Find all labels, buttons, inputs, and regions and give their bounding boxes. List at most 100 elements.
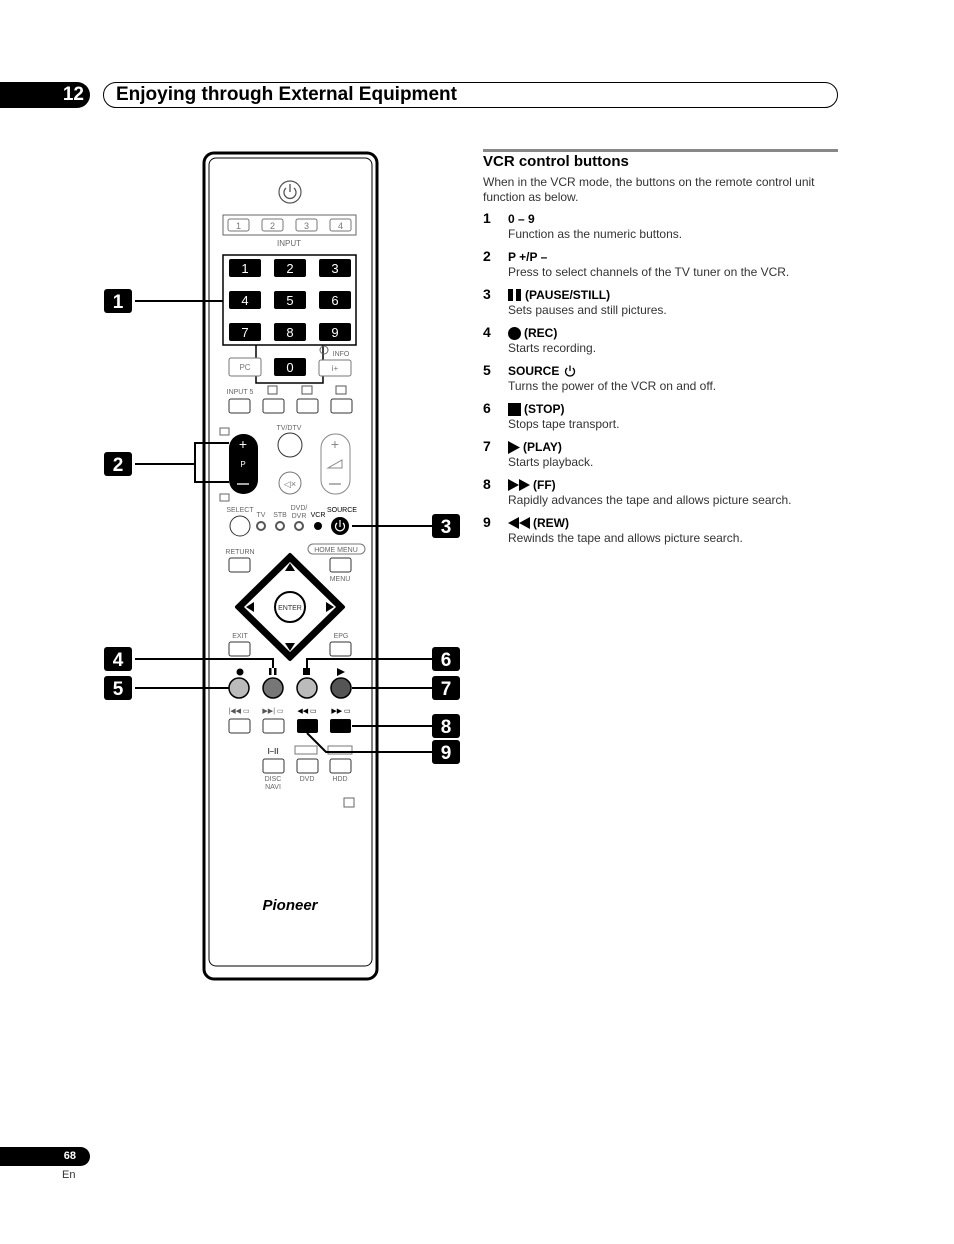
source-label: SOURCE bbox=[327, 507, 357, 514]
num-button-label: 7 bbox=[241, 325, 248, 340]
select-label: SELECT bbox=[226, 507, 254, 514]
page-number: 68 bbox=[0, 1147, 90, 1166]
disc-navi-label-2: NAVI bbox=[265, 784, 281, 791]
item-number: 4 bbox=[483, 324, 491, 340]
item-label: 0 – 9 bbox=[508, 212, 535, 226]
exit-label: EXIT bbox=[232, 633, 248, 640]
item-label: (FF) bbox=[533, 478, 556, 492]
enter-button[interactable] bbox=[274, 591, 306, 623]
item-heading: 0 – 9 bbox=[508, 212, 535, 226]
input-button-label: 4 bbox=[338, 221, 343, 231]
rec-symbol-icon bbox=[236, 668, 244, 676]
input-button-3[interactable] bbox=[295, 218, 318, 232]
select-button[interactable] bbox=[229, 515, 251, 537]
item-number: 1 bbox=[483, 210, 491, 226]
svg-text:+: + bbox=[239, 436, 247, 452]
disc-navi-button[interactable] bbox=[262, 758, 285, 774]
arrow-down-icon bbox=[285, 643, 295, 651]
stop-symbol-icon bbox=[303, 668, 310, 675]
num-button-label: 1 bbox=[241, 261, 248, 276]
rec-button[interactable] bbox=[228, 677, 250, 699]
pause-symbol-icon bbox=[269, 668, 272, 675]
skip-back-button[interactable] bbox=[228, 718, 251, 734]
input-button-label: 3 bbox=[304, 221, 309, 231]
info-label: INFO bbox=[333, 351, 350, 358]
item-description: Press to select channels of the TV tuner… bbox=[508, 265, 790, 279]
callout-8 bbox=[432, 714, 460, 738]
swap-button[interactable] bbox=[330, 398, 353, 414]
num-button-1[interactable] bbox=[229, 259, 261, 277]
item-label: (PAUSE/STILL) bbox=[525, 288, 611, 302]
item-description: Stops tape transport. bbox=[508, 417, 620, 431]
section-title: VCR control buttons bbox=[483, 153, 629, 170]
callout-2 bbox=[104, 452, 132, 476]
hdd-label: HDD bbox=[332, 776, 347, 783]
picture-button[interactable] bbox=[296, 398, 319, 414]
input-button-4[interactable] bbox=[329, 218, 352, 232]
hdd-button[interactable] bbox=[329, 758, 352, 774]
skip-fwd-button[interactable] bbox=[262, 718, 285, 734]
callout-9 bbox=[432, 740, 460, 764]
home-menu-label: HOME MENU bbox=[314, 547, 358, 554]
home-menu-button[interactable] bbox=[329, 557, 352, 573]
channel-rocker[interactable] bbox=[229, 434, 258, 494]
skip-back-icon: |◀◀ ▭ bbox=[228, 708, 249, 715]
mute-button[interactable] bbox=[278, 471, 302, 495]
rew-icon bbox=[508, 517, 530, 529]
epg-button[interactable] bbox=[329, 641, 352, 657]
item-description: Turns the power of the VCR on and off. bbox=[508, 379, 717, 393]
item-number: 6 bbox=[483, 400, 491, 416]
input5-button[interactable] bbox=[228, 398, 251, 414]
num-button-9[interactable] bbox=[319, 323, 351, 341]
input-button-2[interactable] bbox=[261, 218, 284, 232]
item-heading: (STOP) bbox=[508, 402, 564, 416]
stb-indicator bbox=[275, 521, 285, 531]
hdd-menu-icon bbox=[327, 745, 353, 755]
num-button-3[interactable] bbox=[319, 259, 351, 277]
source-power-icon bbox=[334, 520, 346, 532]
mute-icon: ◁× bbox=[284, 479, 296, 489]
tvdtv-button[interactable] bbox=[277, 432, 303, 458]
callout-6 bbox=[432, 647, 460, 671]
item-description: Function as the numeric buttons. bbox=[508, 227, 683, 241]
dvd-button[interactable] bbox=[296, 758, 319, 774]
ff-icon bbox=[508, 479, 530, 491]
info-button[interactable] bbox=[318, 359, 352, 377]
chapter-number: 12 bbox=[0, 82, 90, 108]
play-button[interactable] bbox=[330, 677, 352, 699]
item-heading: SOURCE bbox=[508, 364, 576, 378]
exit-button[interactable] bbox=[228, 641, 251, 657]
item-heading: P +/P – bbox=[508, 250, 547, 264]
pc-button[interactable] bbox=[228, 357, 262, 377]
callout-number: 6 bbox=[441, 650, 452, 671]
power-icon bbox=[283, 184, 297, 200]
section-rule bbox=[483, 149, 838, 152]
chapter-title: Enjoying through External Equipment bbox=[103, 82, 838, 108]
num-button-0[interactable] bbox=[274, 358, 306, 376]
item-description: Starts playback. bbox=[508, 455, 594, 469]
input5-label: INPUT 5 bbox=[227, 389, 254, 396]
skip-fwd-icon: ▶▶| ▭ bbox=[262, 708, 283, 715]
enter-label: ENTER bbox=[278, 605, 302, 612]
num-button-7[interactable] bbox=[229, 323, 261, 341]
callout-number: 2 bbox=[113, 455, 124, 476]
size-button[interactable] bbox=[262, 398, 285, 414]
num-button-5[interactable] bbox=[274, 291, 306, 309]
vcr-indicator bbox=[314, 522, 322, 530]
num-button-4[interactable] bbox=[229, 291, 261, 309]
item-label: (REC) bbox=[524, 326, 558, 340]
svg-text:+: + bbox=[331, 436, 339, 452]
num-button-6[interactable] bbox=[319, 291, 351, 309]
input-button-1[interactable] bbox=[227, 218, 250, 232]
pause-button[interactable] bbox=[262, 677, 284, 699]
ff-button[interactable] bbox=[330, 719, 351, 733]
swap-icon bbox=[335, 385, 347, 395]
num-button-8[interactable] bbox=[274, 323, 306, 341]
rew-button[interactable] bbox=[297, 719, 318, 733]
return-button[interactable] bbox=[228, 557, 251, 573]
callout-number: 7 bbox=[441, 679, 452, 700]
section-intro: When in the VCR mode, the buttons on the… bbox=[483, 175, 815, 204]
stop-button[interactable] bbox=[296, 677, 318, 699]
num-button-2[interactable] bbox=[274, 259, 306, 277]
